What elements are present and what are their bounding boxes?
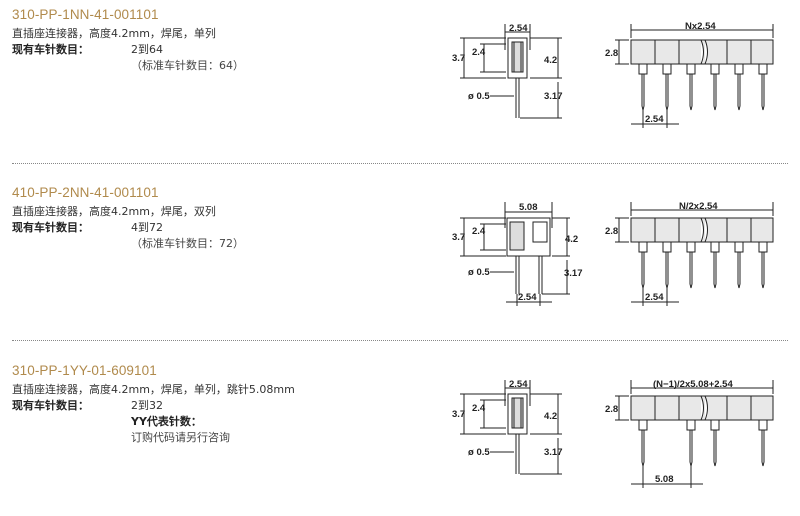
dim-tail: 3.17	[564, 268, 583, 279]
dim-top-width: 2.54	[509, 23, 528, 34]
dim-height-2-4: 2.4	[472, 47, 486, 58]
dim-height-2-4: 2.4	[472, 403, 486, 414]
dim-tail: 3.17	[544, 91, 563, 102]
side-view-drawing: 5.08 3.7 2.4 4.2 ø 0.5 3.17 2.54	[452, 202, 583, 306]
front-view-drawing: (N−1)/2x5.08+2.54 2.8 5.08	[605, 379, 774, 488]
dim-pin-diameter: ø 0.5	[468, 447, 490, 458]
dim-height-3-7: 3.7	[452, 232, 465, 243]
yy-label: YY代表针数：	[131, 415, 202, 428]
dim-tail: 3.17	[544, 447, 563, 458]
dim-height-3-7: 3.7	[452, 53, 465, 64]
product-description: 直插座连接器，高度4.2mm，焊尾，双列	[12, 205, 216, 218]
standard-pin-count: （标准车针数目：72）	[131, 237, 244, 250]
dim-height-2-4: 2.4	[472, 226, 486, 237]
side-view-drawing: 2.54 3.7 2.4 4.2 ø 0.5 3.17	[452, 23, 563, 119]
pin-count-label: 现有车针数目：	[12, 43, 89, 56]
dim-length: N/2x2.54	[679, 201, 718, 212]
part-number: 310-PP-1YY-01-609101	[12, 363, 157, 378]
dim-body-height: 2.8	[605, 48, 618, 59]
section-divider	[12, 163, 788, 164]
dim-height-4-2: 4.2	[544, 55, 557, 66]
pin-count-label: 现有车针数目：	[12, 221, 89, 234]
dim-length: Nx2.54	[685, 21, 716, 32]
dim-height-3-7: 3.7	[452, 409, 465, 420]
yy-note: 订购代码请另行咨询	[131, 431, 230, 444]
product-description: 直插座连接器，高度4.2mm，焊尾，单列	[12, 27, 216, 40]
dim-body-height: 2.8	[605, 226, 618, 237]
product-description: 直插座连接器，高度4.2mm，焊尾，单列，跳针5.08mm	[12, 383, 295, 396]
dim-pin-diameter: ø 0.5	[468, 91, 490, 102]
pin-count-label: 现有车针数目：	[12, 399, 89, 412]
product-section-2: 410-PP-2NN-41-001101 直插座连接器，高度4.2mm，焊尾，双…	[0, 178, 800, 338]
dim-pin-diameter: ø 0.5	[468, 267, 490, 278]
section-divider	[12, 340, 788, 341]
dim-pitch: 2.54	[645, 114, 664, 125]
pin-count-range: 2到32	[131, 399, 163, 412]
front-view-drawing: Nx2.54 2.8 2.54	[605, 21, 774, 128]
standard-pin-count: （标准车针数目：64）	[131, 59, 244, 72]
dim-height-4-2: 4.2	[544, 411, 557, 422]
product-section-3: 310-PP-1YY-01-609101 直插座连接器，高度4.2mm，焊尾，单…	[0, 356, 800, 516]
front-view-drawing: N/2x2.54 2.8 2.54	[605, 201, 774, 306]
dim-height-4-2: 4.2	[565, 234, 578, 245]
product-section-1: 310-PP-1NN-41-001101 直插座连接器，高度4.2mm，焊尾，单…	[0, 0, 800, 160]
part-number: 310-PP-1NN-41-001101	[12, 7, 159, 22]
pin-count-range: 4到72	[131, 221, 163, 234]
dim-length: (N−1)/2x5.08+2.54	[653, 379, 733, 390]
dim-top-width: 5.08	[519, 202, 538, 213]
dim-body-height: 2.8	[605, 404, 618, 415]
dim-pitch: 5.08	[655, 474, 674, 485]
side-view-drawing: 2.54 3.7 2.4 4.2 ø 0.5 3.17	[452, 379, 563, 475]
dim-top-width: 2.54	[509, 379, 528, 390]
dim-pitch: 2.54	[645, 292, 664, 303]
part-number: 410-PP-2NN-41-001101	[12, 185, 159, 200]
dim-bottom-width: 2.54	[518, 292, 537, 303]
pin-count-range: 2到64	[131, 43, 163, 56]
